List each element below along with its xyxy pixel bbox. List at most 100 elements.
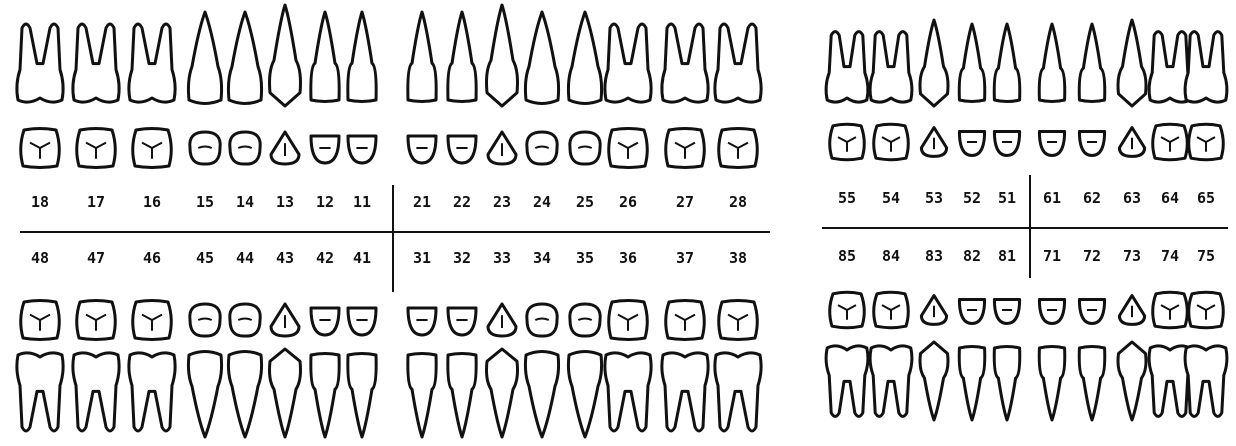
tooth-number-43: 43 bbox=[276, 249, 294, 267]
tooth-22 bbox=[448, 12, 476, 163]
tooth-51 bbox=[994, 24, 1020, 156]
tooth-number-63: 63 bbox=[1123, 189, 1141, 207]
tooth-number-27: 27 bbox=[676, 193, 694, 211]
profile-38 bbox=[715, 353, 761, 431]
tooth-number-45: 45 bbox=[196, 249, 214, 267]
tooth-number-52: 52 bbox=[963, 189, 981, 207]
tooth-number-11: 11 bbox=[353, 193, 371, 211]
profile-27 bbox=[662, 24, 708, 102]
tooth-number-32: 32 bbox=[453, 249, 471, 267]
profile-85 bbox=[826, 346, 868, 416]
crown-15 bbox=[190, 132, 220, 164]
tooth-75 bbox=[1185, 292, 1227, 416]
tooth-number-85: 85 bbox=[838, 247, 856, 265]
profile-31 bbox=[408, 354, 436, 438]
profile-61 bbox=[1039, 24, 1065, 102]
profile-63 bbox=[1118, 20, 1146, 106]
profile-45 bbox=[188, 352, 221, 438]
tooth-85 bbox=[826, 292, 868, 416]
tooth-number-17: 17 bbox=[87, 193, 105, 211]
tooth-number-44: 44 bbox=[236, 249, 254, 267]
profile-41 bbox=[348, 354, 376, 438]
profile-44 bbox=[228, 352, 261, 438]
profile-12 bbox=[311, 12, 339, 102]
tooth-number-41: 41 bbox=[353, 249, 371, 267]
crown-72 bbox=[1079, 300, 1104, 324]
profile-32 bbox=[448, 354, 476, 438]
crown-61 bbox=[1039, 132, 1064, 156]
crown-41 bbox=[348, 308, 376, 335]
profile-16 bbox=[129, 24, 175, 102]
tooth-21 bbox=[408, 12, 436, 163]
crown-11 bbox=[348, 136, 376, 163]
tooth-62 bbox=[1079, 24, 1105, 156]
tooth-47 bbox=[73, 301, 119, 432]
tooth-number-36: 36 bbox=[619, 249, 637, 267]
profile-11 bbox=[348, 12, 376, 102]
tooth-number-55: 55 bbox=[838, 189, 856, 207]
tooth-84 bbox=[870, 292, 912, 416]
tooth-number-73: 73 bbox=[1123, 247, 1141, 265]
tooth-12 bbox=[311, 12, 339, 163]
profile-47 bbox=[73, 353, 119, 431]
profile-72 bbox=[1079, 347, 1105, 421]
crown-25 bbox=[570, 132, 600, 164]
tooth-37 bbox=[662, 301, 708, 432]
profile-84 bbox=[870, 346, 912, 416]
tooth-number-12: 12 bbox=[316, 193, 334, 211]
tooth-number-16: 16 bbox=[143, 193, 161, 211]
tooth-number-22: 22 bbox=[453, 193, 471, 211]
crown-52 bbox=[959, 132, 984, 156]
tooth-number-61: 61 bbox=[1043, 189, 1061, 207]
tooth-number-28: 28 bbox=[729, 193, 747, 211]
tooth-73 bbox=[1118, 296, 1146, 420]
tooth-number-46: 46 bbox=[143, 249, 161, 267]
tooth-31 bbox=[408, 308, 436, 437]
profile-13 bbox=[270, 5, 301, 106]
profile-24 bbox=[525, 12, 558, 104]
profile-46 bbox=[129, 353, 175, 431]
tooth-13 bbox=[270, 5, 301, 164]
crown-45 bbox=[190, 304, 220, 336]
tooth-24 bbox=[525, 12, 558, 164]
tooth-number-71: 71 bbox=[1043, 247, 1061, 265]
tooth-number-42: 42 bbox=[316, 249, 334, 267]
profile-42 bbox=[311, 354, 339, 438]
tooth-number-31: 31 bbox=[413, 249, 431, 267]
primary-dentition-chart: 5554535251616263646585848382817172737475 bbox=[810, 0, 1236, 446]
tooth-48 bbox=[17, 301, 63, 432]
tooth-number-72: 72 bbox=[1083, 247, 1101, 265]
profile-54 bbox=[870, 32, 912, 102]
tooth-34 bbox=[525, 304, 558, 437]
tooth-number-15: 15 bbox=[196, 193, 214, 211]
crown-42 bbox=[311, 308, 339, 335]
tooth-number-75: 75 bbox=[1197, 247, 1215, 265]
crown-44 bbox=[230, 304, 260, 336]
tooth-number-14: 14 bbox=[236, 193, 254, 211]
tooth-27 bbox=[662, 24, 708, 168]
tooth-81 bbox=[994, 300, 1020, 421]
tooth-number-23: 23 bbox=[493, 193, 511, 211]
tooth-number-83: 83 bbox=[925, 247, 943, 265]
profile-62 bbox=[1079, 24, 1105, 102]
tooth-63 bbox=[1118, 20, 1146, 156]
profile-36 bbox=[605, 353, 651, 431]
tooth-number-33: 33 bbox=[493, 249, 511, 267]
profile-21 bbox=[408, 12, 436, 102]
tooth-number-13: 13 bbox=[276, 193, 294, 211]
profile-26 bbox=[605, 24, 651, 102]
tooth-number-24: 24 bbox=[533, 193, 551, 211]
tooth-17 bbox=[73, 24, 119, 168]
crown-31 bbox=[408, 308, 436, 335]
tooth-number-34: 34 bbox=[533, 249, 551, 267]
tooth-43 bbox=[270, 304, 301, 437]
tooth-35 bbox=[568, 304, 601, 437]
tooth-number-37: 37 bbox=[676, 249, 694, 267]
tooth-25 bbox=[568, 12, 601, 164]
profile-15 bbox=[188, 12, 221, 104]
tooth-number-51: 51 bbox=[998, 189, 1016, 207]
tooth-number-81: 81 bbox=[998, 247, 1016, 265]
profile-25 bbox=[568, 12, 601, 104]
tooth-53 bbox=[920, 20, 948, 156]
